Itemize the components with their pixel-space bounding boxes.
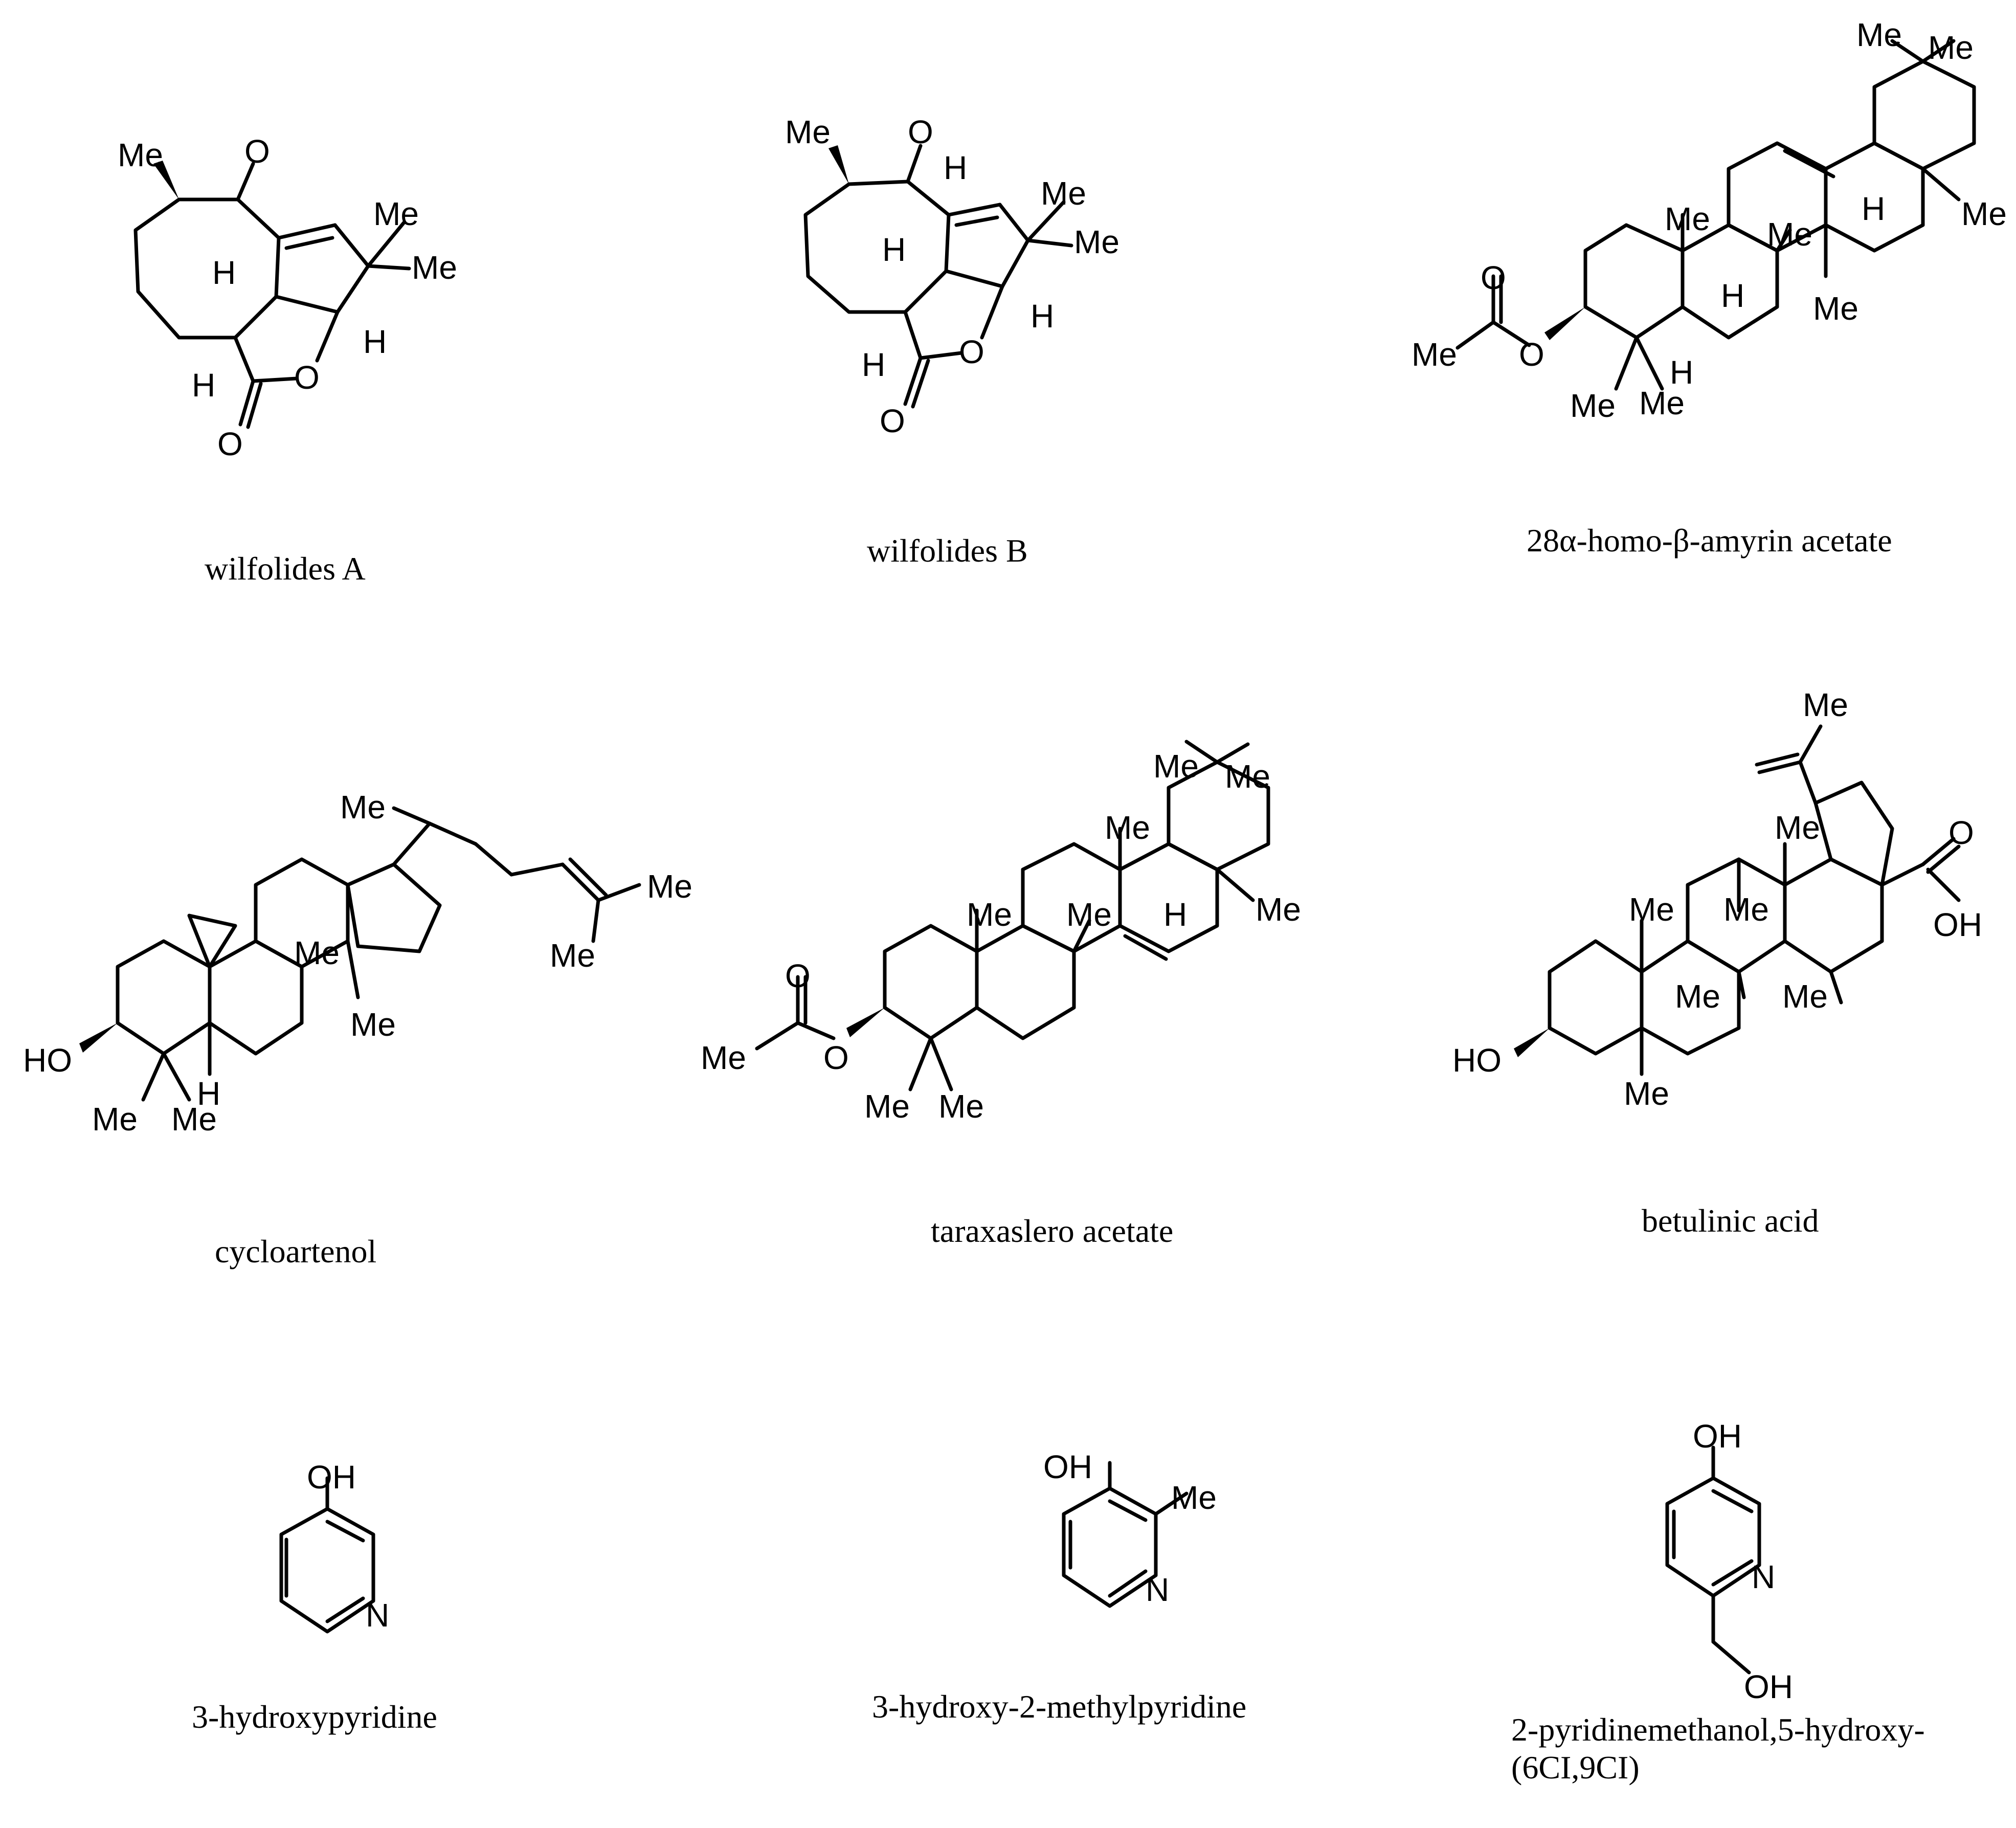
atom-label: Me: [1775, 809, 1820, 846]
structure-3-hydroxypyridine: OH N: [279, 1459, 389, 1634]
atom-label: Me: [350, 1006, 396, 1043]
atom-label: O: [1948, 814, 1974, 851]
atom-label: Me: [550, 937, 595, 974]
atom-label: N: [366, 1597, 389, 1634]
atom-label: Me: [1066, 896, 1112, 933]
atom-label: Me: [1928, 29, 1974, 66]
atom-label: HO: [23, 1042, 72, 1079]
atom-label: Me: [412, 249, 457, 286]
compound-name: 3-hydroxypyridine: [192, 1699, 437, 1735]
atom-label: O: [785, 957, 811, 994]
atom-label: O: [217, 426, 243, 462]
compound-name: wilfolides A: [205, 550, 366, 587]
atom-label: OH: [1933, 906, 1982, 943]
atom-label: N: [1146, 1571, 1169, 1608]
atom-label: H: [197, 1075, 220, 1112]
atom-label: OH: [1744, 1668, 1793, 1705]
atom-label: Me: [1803, 686, 1848, 723]
atom-label: Me: [1629, 891, 1674, 928]
atom-label: Me: [864, 1088, 910, 1125]
compound-name: 3-hydroxy-2-methylpyridine: [872, 1688, 1247, 1725]
atom-label: Me: [1639, 385, 1685, 421]
atom-label: O: [880, 403, 905, 439]
atom-label: O: [294, 359, 320, 396]
atom-label: H: [363, 323, 387, 360]
compound-name: betulinic acid: [1642, 1202, 1819, 1239]
atom-label: Me: [1074, 224, 1119, 260]
atom-label: OH: [1043, 1448, 1092, 1485]
structure-wilfolides-a: Me O Me Me H H H O O: [118, 133, 457, 462]
atom-label: Me: [1570, 387, 1616, 424]
structure-homo-amyrin-acetate: Me Me Me Me H Me H Me O O Me H Me Me: [1412, 16, 2007, 424]
atom-label: Me: [785, 114, 831, 150]
atom-label: Me: [1813, 290, 1858, 327]
atom-label: Me: [1723, 891, 1769, 928]
atom-label: H: [1670, 354, 1693, 391]
atom-label: OH: [307, 1459, 356, 1496]
atom-label: Me: [1153, 748, 1199, 785]
atom-label: O: [959, 333, 984, 370]
structure-cycloartenol: Me Me Me Me Me HO H Me Me: [23, 789, 692, 1138]
structure-taraxaslero-acetate: Me Me Me Me Me H Me O O Me Me Me: [701, 740, 1301, 1125]
atom-label: Me: [1856, 16, 1902, 53]
atom-label: H: [212, 254, 236, 291]
atom-label: Me: [1961, 195, 2007, 232]
atom-label: Me: [701, 1039, 746, 1076]
atom-label: Me: [938, 1088, 984, 1125]
atom-label: H: [1862, 190, 1885, 227]
atom-label: Me: [92, 1101, 138, 1138]
atom-label: O: [1519, 336, 1544, 373]
atom-label: Me: [294, 934, 340, 971]
atom-label: Me: [647, 868, 692, 905]
atom-label: O: [244, 133, 270, 170]
structure-betulinic-acid: Me Me Me Me Me Me O OH HO Me: [1452, 686, 1982, 1112]
atom-label: Me: [373, 195, 419, 232]
compound-name: wilfolides B: [867, 532, 1028, 569]
atom-label: Me: [1256, 891, 1301, 928]
atom-label: N: [1752, 1558, 1775, 1595]
atom-label: O: [908, 114, 933, 150]
compound-name: taraxaslero acetate: [931, 1213, 1174, 1249]
atom-label: Me: [118, 137, 163, 173]
atom-label: HO: [1452, 1042, 1502, 1079]
atom-label: O: [1481, 259, 1506, 296]
atom-label: H: [862, 346, 885, 383]
atom-label: Me: [1675, 978, 1720, 1015]
atom-label: Me: [1767, 216, 1812, 253]
atom-label: Me: [340, 789, 386, 826]
compound-name: 2-pyridinemethanol,5-hydroxy-(6CI,9CI): [1511, 1711, 1925, 1786]
atom-label: H: [1031, 298, 1054, 335]
compound-name: cycloartenol: [215, 1233, 377, 1269]
structure-wilfolides-b: Me O H Me Me H H H O O: [785, 114, 1119, 439]
atom-label: Me: [1225, 758, 1270, 795]
atom-label: Me: [1665, 200, 1710, 237]
structure-3-hydroxy-2-methylpyridine: OH Me N: [1043, 1448, 1217, 1608]
atom-label: Me: [1105, 809, 1150, 846]
atom-label: Me: [171, 1101, 217, 1138]
atom-label: H: [1721, 277, 1744, 314]
compound-name: 28α-homo-β-amyrin acetate: [1527, 522, 1892, 559]
atom-label: H: [1163, 896, 1187, 933]
atom-label: H: [192, 367, 215, 404]
atom-label: OH: [1693, 1418, 1742, 1455]
atom-label: Me: [1624, 1075, 1669, 1112]
atom-label: H: [882, 231, 906, 268]
atom-label: O: [823, 1039, 849, 1076]
atom-label: H: [944, 149, 967, 186]
atom-label: Me: [1782, 978, 1828, 1015]
atom-label: Me: [967, 896, 1012, 933]
atom-label: Me: [1171, 1479, 1217, 1516]
atom-label: Me: [1041, 175, 1086, 212]
atom-label: Me: [1412, 336, 1457, 373]
structure-2-pyridinemethanol-5-hydroxy: OH N OH: [1665, 1418, 1793, 1705]
